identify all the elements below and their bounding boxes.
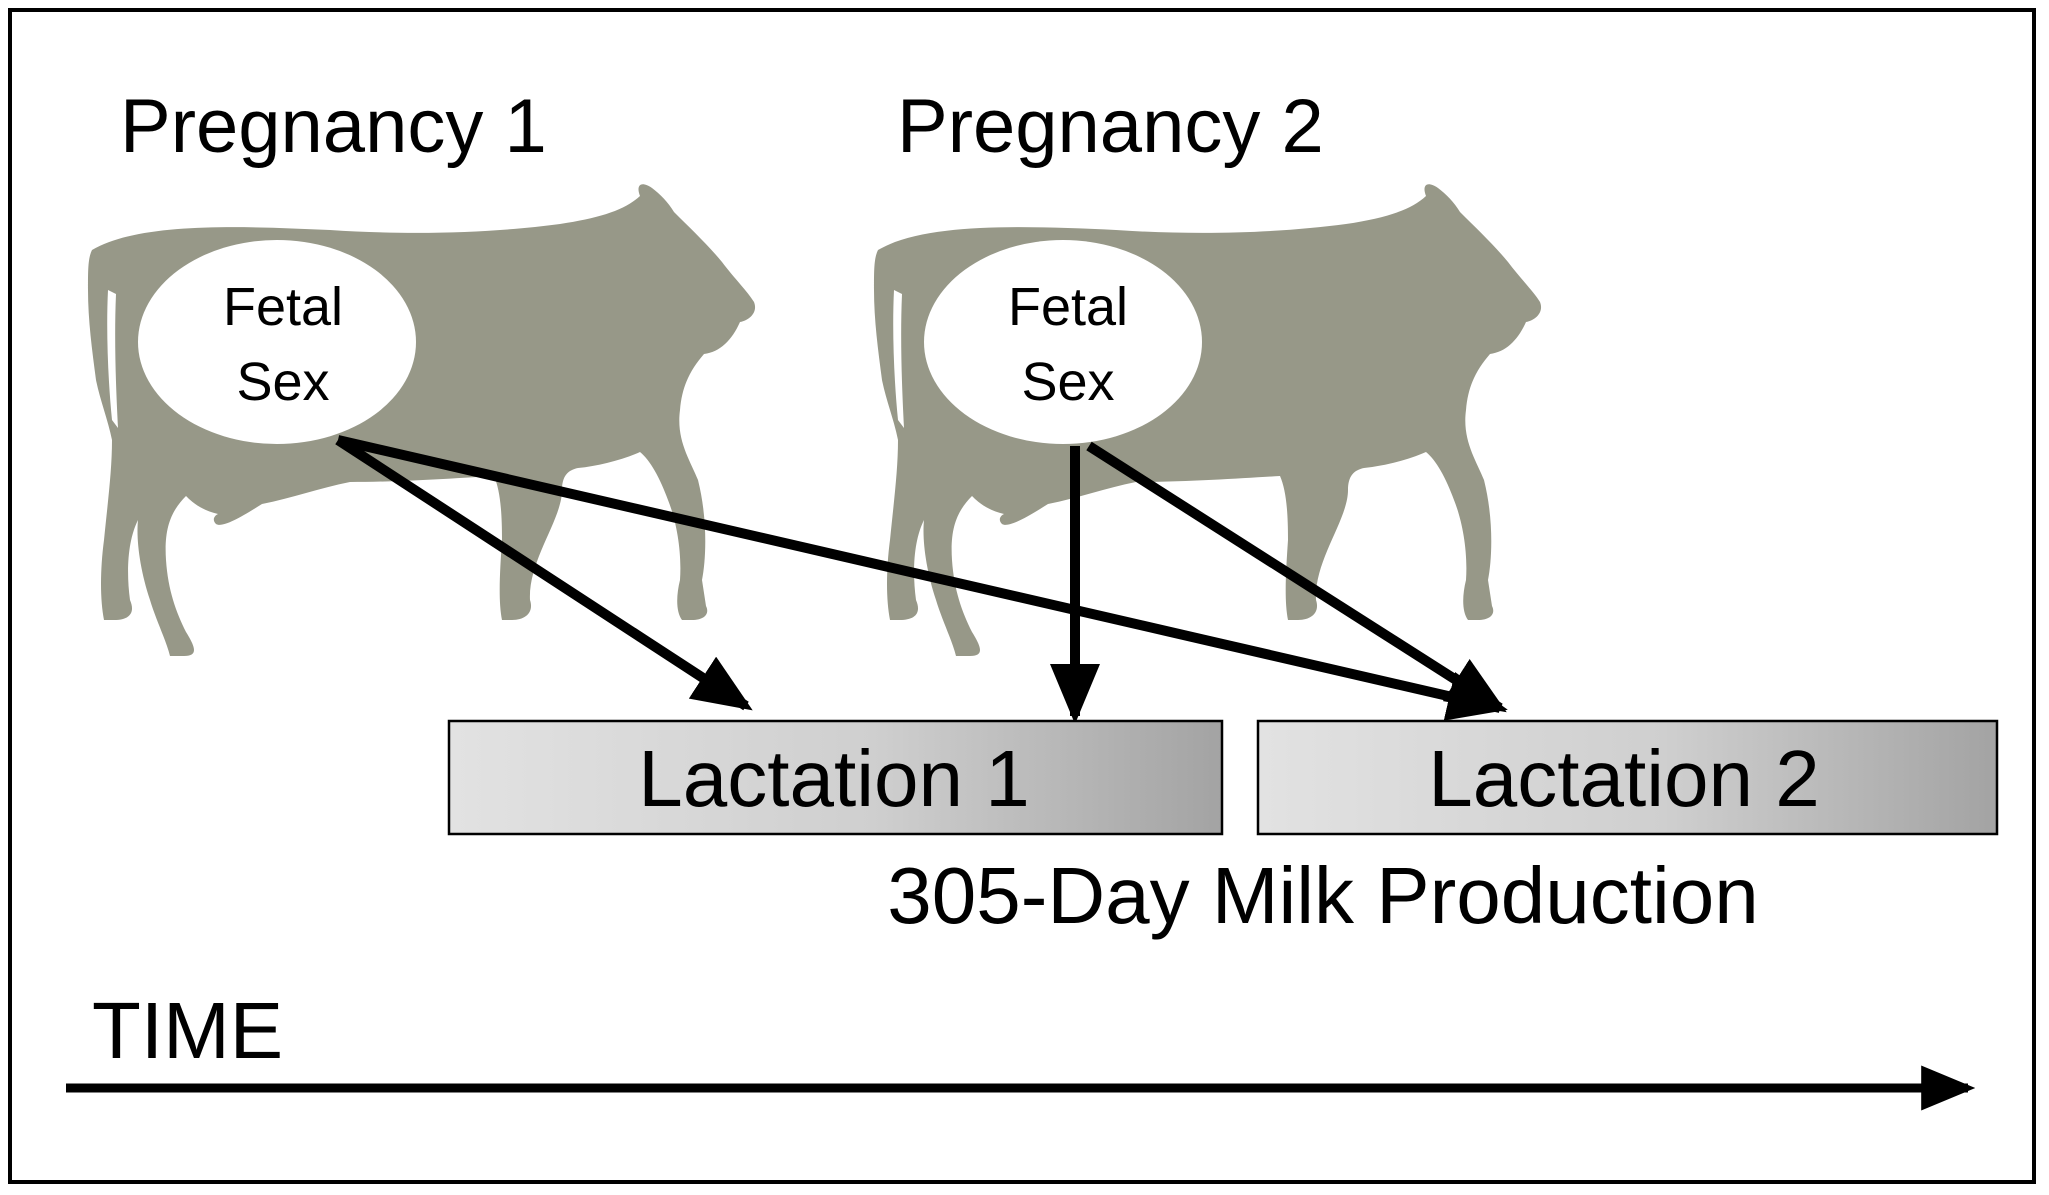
diagram-frame bbox=[8, 8, 2036, 1184]
fetal-sex-2-line1: Fetal bbox=[1008, 277, 1128, 337]
influence-arrows bbox=[335, 435, 1508, 725]
fetal-sex-ellipse-2 bbox=[924, 240, 1202, 444]
fetal-sex-2-line2: Sex bbox=[1021, 352, 1114, 412]
pregnancy-2-title: Pregnancy 2 bbox=[897, 84, 1324, 169]
arrow-p1-to-lactation-2 bbox=[336, 435, 1508, 721]
arrow-p1-to-lactation-1 bbox=[335, 435, 753, 711]
pregnancy-1-group: Pregnancy 1 Fetal Sex bbox=[88, 84, 756, 656]
lactation-1-label: Lactation 1 bbox=[638, 734, 1029, 823]
lactation-1-rect bbox=[447, 719, 1224, 836]
lactation-1-box: Lactation 1 bbox=[447, 719, 1224, 836]
fetal-sex-ellipse-1 bbox=[138, 240, 416, 444]
production-label: 305-Day Milk Production bbox=[887, 851, 1758, 940]
pregnancy-2-group: Pregnancy 2 Fetal Sex bbox=[874, 84, 1542, 656]
arrow-p2-to-lactation-2 bbox=[1086, 441, 1507, 713]
fetal-sex-1-line2: Sex bbox=[236, 352, 329, 412]
time-label: TIME bbox=[92, 986, 283, 1075]
lactation-2-label: Lactation 2 bbox=[1428, 734, 1819, 823]
pregnancy-1-title: Pregnancy 1 bbox=[120, 84, 547, 169]
fetal-sex-1-line1: Fetal bbox=[223, 277, 343, 337]
lactation-2-rect bbox=[1256, 719, 1999, 836]
lactation-2-box: Lactation 2 bbox=[1256, 719, 1999, 836]
